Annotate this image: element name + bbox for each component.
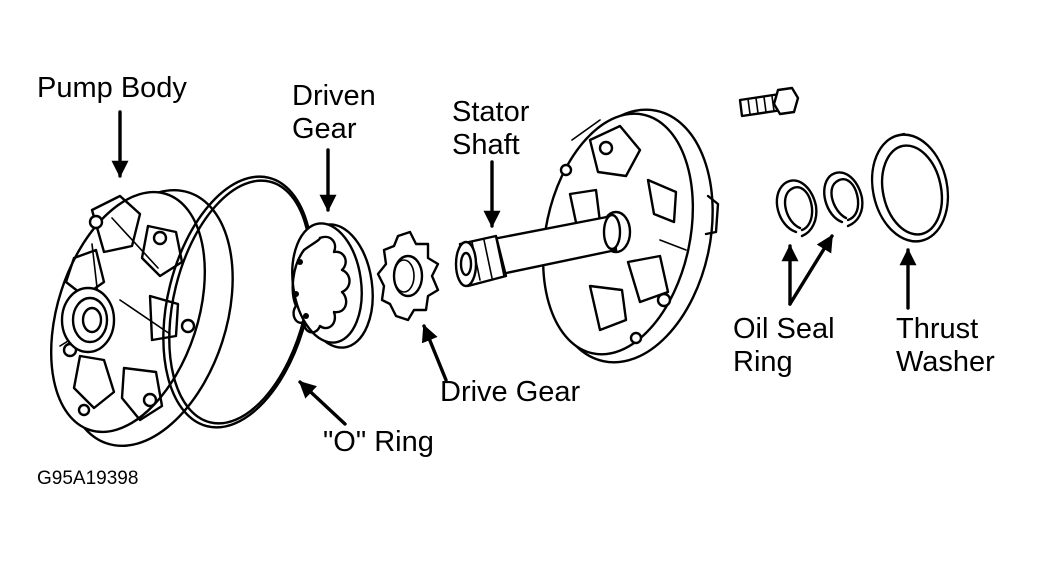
label-o-ring: "O" Ring bbox=[323, 426, 434, 459]
thrust-washer-line2: Washer bbox=[896, 346, 995, 378]
oil-seal-ring-line2: Ring bbox=[733, 346, 793, 378]
label-stator-shaft: Stator Shaft bbox=[452, 96, 529, 162]
drive-gear-text: Drive Gear bbox=[440, 376, 581, 408]
driven-gear-line2: Gear bbox=[292, 113, 357, 145]
label-pump-body: Pump Body bbox=[37, 72, 187, 105]
oil-seal-ring-line1: Oil Seal bbox=[733, 313, 835, 345]
drive-gear bbox=[376, 230, 440, 322]
label-oil-seal-ring: Oil Seal Ring bbox=[733, 313, 835, 379]
stator-shaft-line2: Shaft bbox=[452, 129, 520, 161]
thrust-washer-line1: Thrust bbox=[896, 313, 979, 345]
label-driven-gear: Driven Gear bbox=[292, 80, 376, 146]
driven-gear bbox=[291, 222, 374, 349]
label-thrust-washer: Thrust Washer bbox=[896, 313, 995, 379]
stator-shaft bbox=[454, 108, 720, 364]
o-ring-text: "O" Ring bbox=[323, 426, 434, 458]
leader-arrows bbox=[111, 110, 917, 426]
figure-id: G95A19398 bbox=[37, 468, 139, 489]
driven-gear-line1: Driven bbox=[292, 80, 376, 112]
stator-shaft-line1: Stator bbox=[452, 96, 530, 128]
bolt bbox=[738, 86, 800, 118]
oil-seal-rings bbox=[775, 171, 864, 238]
thrust-washer bbox=[870, 132, 950, 243]
pump-body-text: Pump Body bbox=[37, 72, 187, 104]
label-drive-gear: Drive Gear bbox=[440, 376, 580, 409]
